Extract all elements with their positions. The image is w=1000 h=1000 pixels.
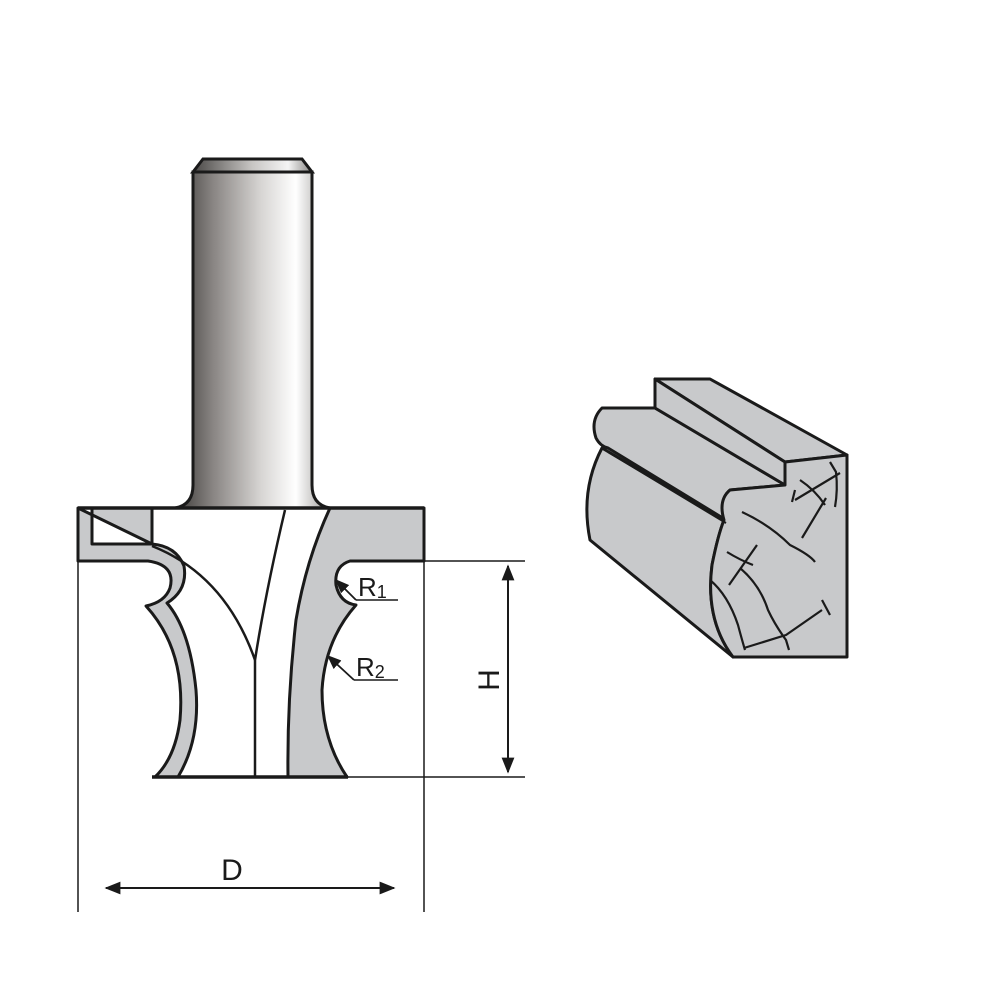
shank (174, 170, 331, 510)
left-cutting-profile (76, 506, 199, 779)
flute-curve-left (151, 544, 257, 661)
diameter-dimension: D (77, 561, 425, 912)
diameter-label: D (221, 854, 243, 887)
flute-line-center (253, 509, 287, 777)
router-bit (76, 157, 426, 779)
height-label: H (473, 669, 506, 691)
r2-callout: R2 (326, 652, 398, 682)
wood-grain (709, 461, 841, 651)
right-cutting-profile (286, 506, 426, 779)
r1-label: R1 (358, 572, 387, 602)
workpiece-end-face (709, 453, 849, 659)
workpiece-sample (585, 377, 849, 659)
r2-label: R2 (356, 652, 385, 682)
shank-chamfer (189, 157, 316, 174)
r1-callout: R1 (334, 572, 398, 602)
height-dimension: H (348, 560, 525, 778)
